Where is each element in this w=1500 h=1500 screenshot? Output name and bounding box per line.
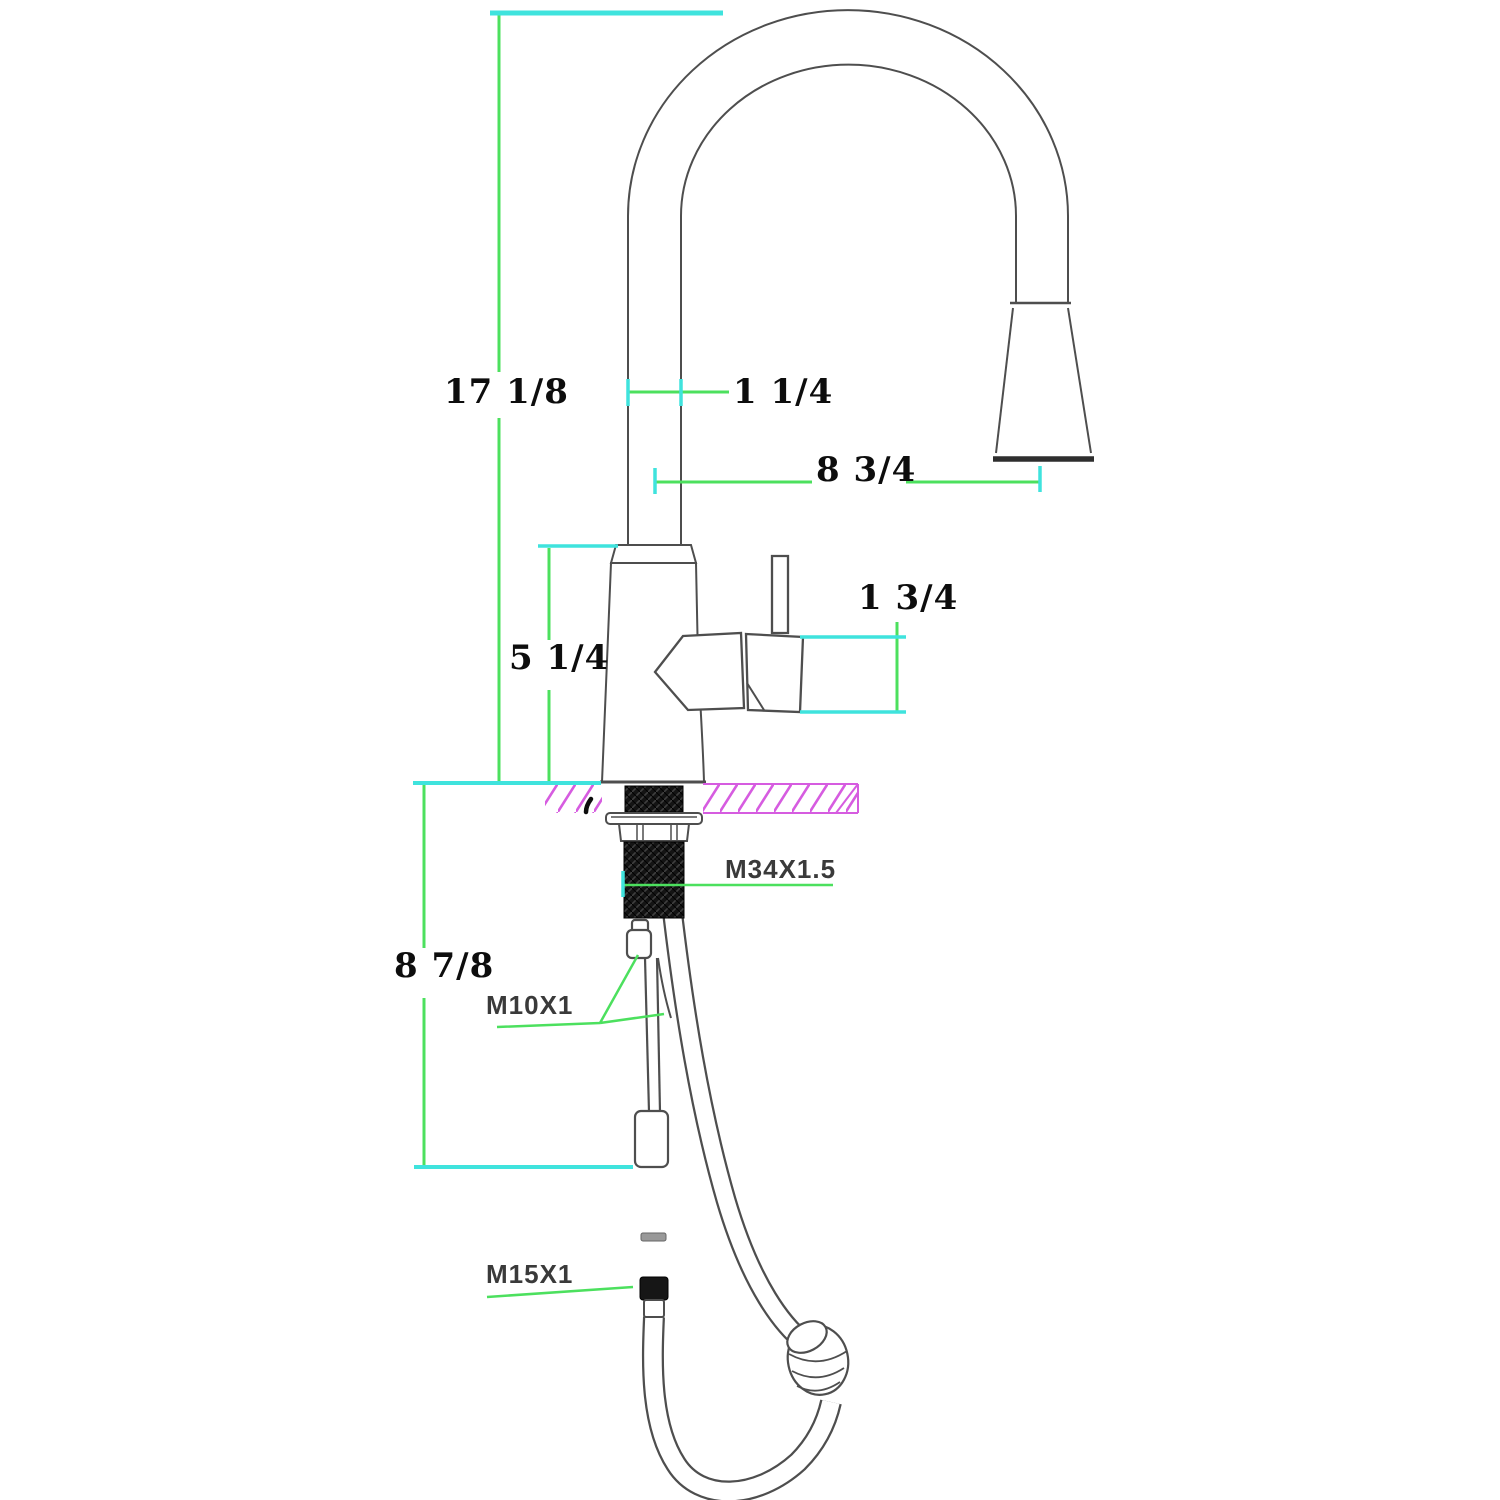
mounting-hardware xyxy=(605,812,703,842)
dim-label-handle-height: 1 3/4 xyxy=(858,578,959,618)
supply-rod-left-edge xyxy=(643,957,651,1113)
dim-label-body-height: 5 1/4 xyxy=(509,638,610,678)
leader-hose-thread xyxy=(486,1285,634,1299)
supply-rod-right-edge xyxy=(655,957,662,1113)
pullout-hose-outline xyxy=(661,906,811,1351)
dim-label-overall-height: 17 1/8 xyxy=(444,372,569,412)
faucet-outline xyxy=(600,9,1094,784)
spout-inner-arc xyxy=(680,63,1017,548)
inner-hose-edge xyxy=(657,957,672,1019)
hose-connector-collar xyxy=(643,1299,665,1318)
counter-hatch-right xyxy=(703,784,858,813)
handle-lever xyxy=(770,554,790,635)
threaded-shank xyxy=(623,841,685,919)
spray-head-left-side xyxy=(995,307,1014,454)
dimension-lines-green xyxy=(422,15,1040,1299)
spray-head-right-side xyxy=(1067,307,1092,454)
mounting-nut xyxy=(617,823,691,842)
dim-label-spout-reach: 8 3/4 xyxy=(816,450,917,490)
leader-lines xyxy=(486,883,833,1299)
supply-rod xyxy=(625,918,670,1169)
body-collar xyxy=(609,544,698,564)
countertop-section xyxy=(545,783,859,815)
supply-fitting-lower xyxy=(633,1109,670,1169)
supply-fitting-upper xyxy=(625,928,653,960)
counter-hatch-left xyxy=(545,784,602,813)
hose-weight xyxy=(786,1320,850,1396)
dimension-lines-cyan xyxy=(413,10,1042,1169)
thread-label-supply: M10X1 xyxy=(486,990,574,1020)
nut-slots xyxy=(636,825,678,840)
handle-detail-line xyxy=(746,682,765,711)
dim-label-below-deck: 8 7/8 xyxy=(394,946,495,986)
hose-connector-nut xyxy=(639,1276,669,1301)
hose-segment-dash xyxy=(640,1232,667,1242)
counter-outline xyxy=(703,783,859,814)
thread-label-hose: M15X1 xyxy=(486,1259,574,1289)
handle-body xyxy=(744,632,805,714)
dim-label-tube-diameter: 1 1/4 xyxy=(733,372,834,412)
pullout-hose-core xyxy=(663,907,810,1349)
spout-outer-arc xyxy=(627,9,1069,546)
hoses xyxy=(641,906,842,1500)
mounting-flange xyxy=(605,812,703,825)
spout-joint xyxy=(653,631,746,712)
hose-loop-core xyxy=(644,1316,840,1500)
leader-supply-thread xyxy=(496,954,665,1029)
shank-through-counter xyxy=(624,785,684,813)
counter-mark xyxy=(583,796,594,815)
thread-label-shank: M34X1.5 xyxy=(725,854,837,884)
